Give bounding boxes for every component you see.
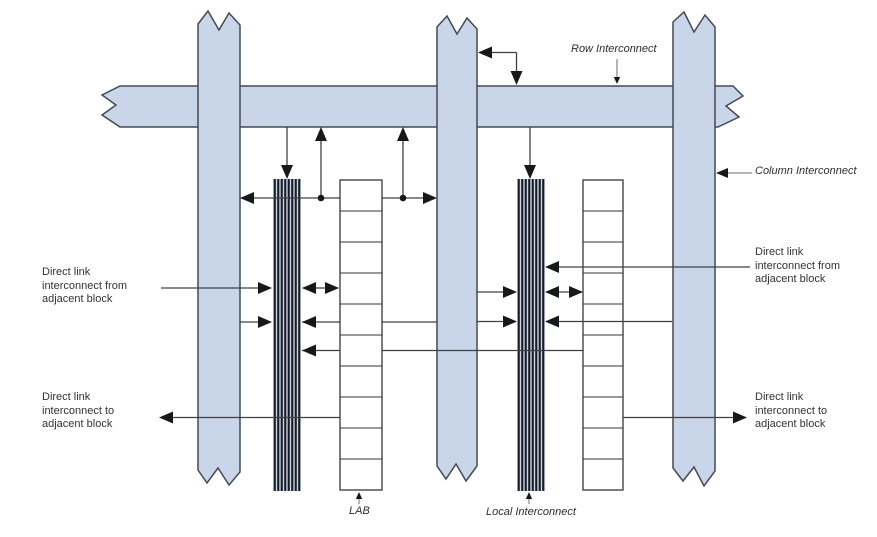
column-label-arrow [716, 168, 728, 178]
arrow-right-into-local1-a [258, 282, 272, 294]
column-interconnect-band-3 [672, 10, 716, 488]
label-direct-link-from-right: Direct link interconnect from adjacent b… [755, 246, 840, 285]
label-direct-link-from-left: Direct link interconnect from adjacent b… [42, 266, 127, 305]
column-interconnect-band-2 [436, 14, 478, 483]
arrow-left-direct-out [159, 411, 173, 424]
arrow-right-into-lab2 [569, 286, 583, 298]
arrow-left-into-local2-c [545, 315, 559, 328]
arrow-right-into-local2-a [503, 286, 517, 298]
row-label-arrow [613, 77, 621, 84]
arrow-left-into-col2-top [478, 46, 492, 59]
arrow-up-to-row-1 [315, 127, 327, 141]
label-row-interconnect: Row Interconnect [571, 43, 657, 55]
arrow-left-into-local2-a [545, 261, 559, 273]
arrow-right-direct-out [733, 411, 747, 424]
arrow-right-into-lab1 [325, 282, 339, 294]
arrow-right-into-col2 [423, 192, 437, 204]
row-interconnect-band [100, 85, 745, 128]
column-interconnect-band-1 [197, 9, 241, 487]
label-direct-link-to-right: Direct link interconnect to adjacent blo… [755, 391, 828, 430]
lab-label-arrow [355, 492, 363, 499]
label-direct-link-to-left: Direct link interconnect to adjacent blo… [42, 391, 115, 430]
local-label-arrow [525, 492, 533, 499]
junction-dot-2 [399, 194, 407, 202]
arrow-left-into-col1 [240, 192, 254, 204]
arrow-down-into-local2 [524, 165, 536, 179]
arrow-left-into-local1-c [302, 344, 316, 357]
arrow-left-into-local1-a [302, 282, 316, 294]
label-local-interconnect: Local Interconnect [486, 506, 576, 518]
arrow-right-into-local2-b [503, 315, 517, 328]
arrow-up-to-row-2 [397, 127, 409, 141]
arrow-left-into-local1-b [302, 316, 316, 328]
arrow-down-into-row [510, 71, 523, 85]
arrow-right-into-local1-b [258, 316, 272, 328]
junction-dot-1 [317, 194, 325, 202]
arrow-left-into-local2-b [545, 286, 559, 298]
label-lab: LAB [349, 505, 370, 517]
label-column-interconnect: Column Interconnect [755, 165, 857, 177]
arrow-down-into-local1 [281, 165, 293, 179]
